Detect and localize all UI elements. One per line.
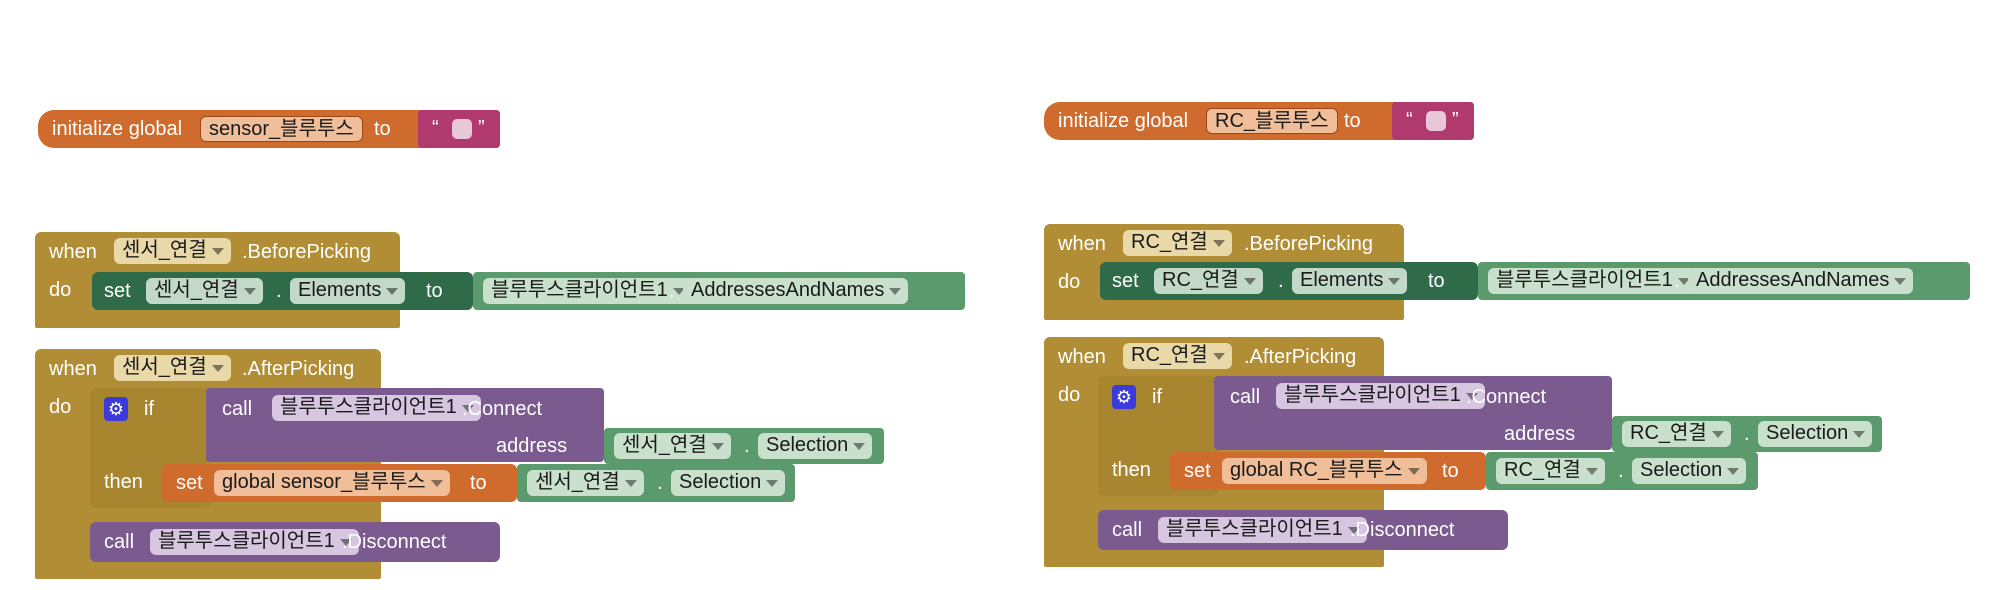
close-quote: ”: [478, 117, 485, 139]
to-label: to: [1428, 270, 1445, 292]
dot-label: .: [1744, 423, 1750, 445]
when-label: when: [49, 241, 97, 263]
right-set-global-block[interactable]: set global RC_블루투스 to: [1170, 452, 1486, 490]
address-label: address: [496, 435, 568, 457]
event-name: .BeforePicking: [242, 241, 371, 263]
right-call-disconnect-block[interactable]: call 블루투스클라이언트1 .Disconnect: [1098, 510, 1508, 550]
set-property-dropdown[interactable]: Elements: [290, 278, 406, 304]
init-to-label: to: [374, 118, 391, 140]
event-name: .AfterPicking: [242, 358, 355, 380]
event-name: .AfterPicking: [1244, 346, 1357, 368]
text-value-box[interactable]: [1426, 111, 1446, 131]
dot-label: .: [1618, 460, 1624, 482]
to-label: to: [470, 472, 487, 494]
method-name: .Connect: [462, 398, 543, 420]
value-component-dropdown[interactable]: RC_연결: [1496, 458, 1605, 484]
set-component-dropdown[interactable]: RC_연결: [1154, 268, 1263, 294]
open-quote: “: [432, 117, 439, 139]
do-label: do: [49, 396, 72, 418]
left-value-selection-block[interactable]: 센서_연결 . Selection: [517, 464, 795, 502]
call-label: call: [222, 398, 253, 420]
do-label: do: [49, 279, 72, 301]
close-quote: ”: [1452, 109, 1459, 131]
init-to-label: to: [1344, 110, 1361, 132]
method-name: .Connect: [1466, 386, 1547, 408]
init-label: initialize global: [1058, 110, 1189, 132]
event-component-dropdown[interactable]: RC_연결: [1123, 230, 1232, 256]
right-empty-text-block[interactable]: “ ”: [1392, 102, 1474, 140]
client-dropdown[interactable]: 블루투스클라이언트1: [1276, 383, 1485, 409]
address-property-dropdown[interactable]: Selection: [758, 433, 873, 459]
client-dropdown[interactable]: 블루투스클라이언트1: [150, 529, 359, 555]
dot-label: .: [276, 280, 282, 302]
event-name: .BeforePicking: [1244, 233, 1373, 255]
right-set-elements-block[interactable]: set RC_연결 . Elements to: [1100, 262, 1478, 300]
right-client-property-block[interactable]: 블루투스클라이언트1 . AddressesAndNames: [1478, 262, 1970, 300]
global-var-dropdown[interactable]: global sensor_블루투스: [214, 470, 450, 496]
set-label: set: [1112, 270, 1139, 292]
when-label: when: [1058, 346, 1106, 368]
right-address-selection-block[interactable]: RC_연결 . Selection: [1612, 416, 1882, 452]
call-label: call: [104, 531, 135, 553]
method-name: .Disconnect: [342, 531, 447, 553]
gear-icon[interactable]: ⚙: [1112, 385, 1136, 409]
dot-label: .: [744, 435, 750, 457]
value-component-dropdown[interactable]: 센서_연결: [527, 470, 644, 496]
set-label: set: [1184, 460, 1211, 482]
then-label: then: [104, 471, 143, 493]
when-label: when: [49, 358, 97, 380]
set-property-dropdown[interactable]: Elements: [1292, 268, 1408, 294]
then-label: then: [1112, 459, 1151, 481]
dot-label: .: [657, 472, 663, 494]
value-property-dropdown[interactable]: Selection: [671, 470, 786, 496]
dot-label: .: [669, 280, 675, 302]
left-call-connect-block[interactable]: call 블루투스클라이언트1 .Connect address: [206, 388, 604, 462]
left-client-property-block[interactable]: 블루투스클라이언트1 . AddressesAndNames: [473, 272, 965, 310]
call-label: call: [1230, 386, 1261, 408]
client-property-dropdown[interactable]: AddressesAndNames: [683, 278, 909, 304]
value-property-dropdown[interactable]: Selection: [1632, 458, 1747, 484]
global-var-dropdown[interactable]: global RC_블루투스: [1222, 458, 1427, 484]
to-label: to: [1442, 460, 1459, 482]
left-address-selection-block[interactable]: 센서_연결 . Selection: [604, 428, 884, 464]
address-property-dropdown[interactable]: Selection: [1758, 421, 1873, 447]
open-quote: “: [1406, 109, 1413, 131]
left-empty-text-block[interactable]: “ ”: [418, 110, 500, 148]
client-dropdown[interactable]: 블루투스클라이언트1: [1158, 517, 1367, 543]
left-call-disconnect-block[interactable]: call 블루투스클라이언트1 .Disconnect: [90, 522, 500, 562]
do-label: do: [1058, 271, 1081, 293]
do-label: do: [1058, 384, 1081, 406]
client-dropdown[interactable]: 블루투스클라이언트1: [1488, 268, 1697, 294]
address-component-dropdown[interactable]: RC_연결: [1622, 421, 1731, 447]
text-value-box[interactable]: [452, 119, 472, 139]
dot-label: .: [1674, 270, 1680, 292]
right-value-selection-block[interactable]: RC_연결 . Selection: [1486, 452, 1758, 490]
call-label: call: [1112, 519, 1143, 541]
set-component-dropdown[interactable]: 센서_연결: [146, 278, 263, 304]
client-dropdown[interactable]: 블루투스클라이언트1: [483, 278, 692, 304]
init-label: initialize global: [52, 118, 183, 140]
event-component-dropdown[interactable]: 센서_연결: [114, 355, 231, 381]
gear-icon[interactable]: ⚙: [104, 397, 128, 421]
method-name: .Disconnect: [1350, 519, 1455, 541]
client-property-dropdown[interactable]: AddressesAndNames: [1688, 268, 1914, 294]
if-label: if: [144, 398, 154, 420]
if-label: if: [1152, 386, 1162, 408]
right-call-connect-block[interactable]: call 블루투스클라이언트1 .Connect address: [1214, 376, 1612, 450]
address-component-dropdown[interactable]: 센서_연결: [614, 433, 731, 459]
left-set-global-block[interactable]: set global sensor_블루투스 to: [162, 464, 517, 502]
dot-label: .: [1278, 270, 1284, 292]
address-label: address: [1504, 423, 1576, 445]
event-component-dropdown[interactable]: RC_연결: [1123, 343, 1232, 369]
client-dropdown[interactable]: 블루투스클라이언트1: [272, 395, 481, 421]
event-component-dropdown[interactable]: 센서_연결: [114, 238, 231, 264]
set-label: set: [176, 472, 203, 494]
global-var-name[interactable]: sensor_블루투스: [200, 116, 363, 142]
when-label: when: [1058, 233, 1106, 255]
set-label: set: [104, 280, 131, 302]
to-label: to: [426, 280, 443, 302]
global-var-name[interactable]: RC_블루투스: [1206, 108, 1338, 134]
left-set-elements-block[interactable]: set 센서_연결 . Elements to: [92, 272, 473, 310]
